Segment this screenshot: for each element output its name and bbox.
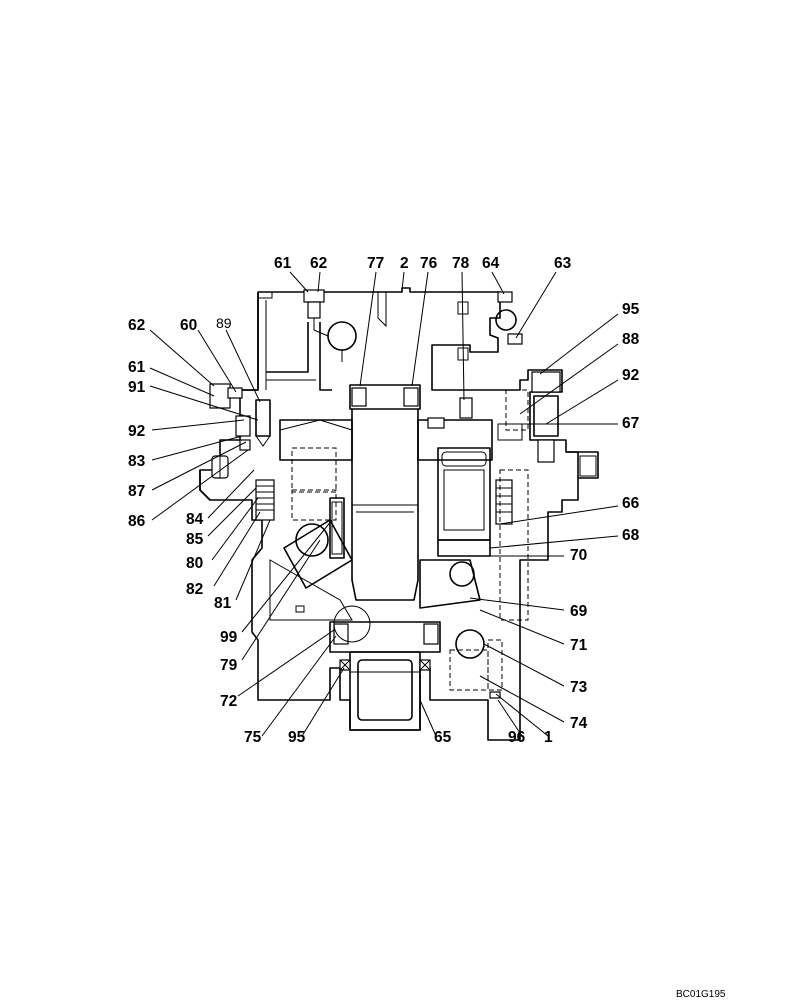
drawing-code: BC01G195 bbox=[676, 989, 726, 1000]
callout-83: 83 bbox=[128, 453, 146, 470]
callout-88: 88 bbox=[622, 331, 640, 348]
central-shaft bbox=[329, 384, 441, 731]
callout-65: 65 bbox=[434, 729, 452, 746]
callout-74: 74 bbox=[570, 715, 588, 732]
left-valve-group bbox=[209, 383, 271, 479]
callout-79: 79 bbox=[220, 657, 238, 674]
callout-75: 75 bbox=[244, 729, 262, 746]
callout-95-top: 95 bbox=[622, 301, 640, 318]
callout-70: 70 bbox=[570, 547, 587, 564]
callout-62-left: 62 bbox=[128, 317, 145, 334]
callout-77: 77 bbox=[367, 255, 384, 272]
leader-lines bbox=[149, 271, 619, 737]
callout-96: 96 bbox=[508, 729, 526, 746]
callout-85: 85 bbox=[186, 531, 204, 548]
callout-61: 61 bbox=[274, 255, 292, 272]
callout-80: 80 bbox=[186, 555, 203, 572]
left-cylinder-group bbox=[255, 419, 353, 621]
right-cylinder-group bbox=[417, 389, 559, 699]
callout-71: 71 bbox=[570, 637, 588, 654]
callout-76: 76 bbox=[420, 255, 438, 272]
callout-84: 84 bbox=[186, 511, 204, 528]
callout-78: 78 bbox=[452, 255, 470, 272]
callout-60: 60 bbox=[180, 317, 197, 334]
callout-64: 64 bbox=[482, 255, 500, 272]
callout-81: 81 bbox=[214, 595, 232, 612]
callout-labels: 61 62 77 2 76 78 64 63 95 88 92 67 66 68… bbox=[128, 255, 640, 746]
callout-95-bottom: 95 bbox=[288, 729, 306, 746]
callout-68: 68 bbox=[622, 527, 640, 544]
callout-62: 62 bbox=[310, 255, 327, 272]
friction-plates bbox=[255, 479, 275, 521]
callout-91: 91 bbox=[128, 379, 146, 396]
callout-87: 87 bbox=[128, 483, 145, 500]
callout-61-left: 61 bbox=[128, 359, 146, 376]
callout-73: 73 bbox=[570, 679, 588, 696]
callout-66: 66 bbox=[622, 495, 640, 512]
callout-92-right: 92 bbox=[622, 367, 639, 384]
callout-82: 82 bbox=[186, 581, 203, 598]
callout-2: 2 bbox=[400, 255, 409, 272]
callout-72: 72 bbox=[220, 693, 237, 710]
callout-67: 67 bbox=[622, 415, 639, 432]
callout-99: 99 bbox=[220, 629, 238, 646]
callout-63: 63 bbox=[554, 255, 572, 272]
callout-86: 86 bbox=[128, 513, 146, 530]
callout-92-left: 92 bbox=[128, 423, 145, 440]
callout-1: 1 bbox=[544, 729, 553, 746]
callout-89: 89 bbox=[216, 315, 232, 331]
callout-69: 69 bbox=[570, 603, 588, 620]
top-fittings bbox=[303, 289, 561, 393]
